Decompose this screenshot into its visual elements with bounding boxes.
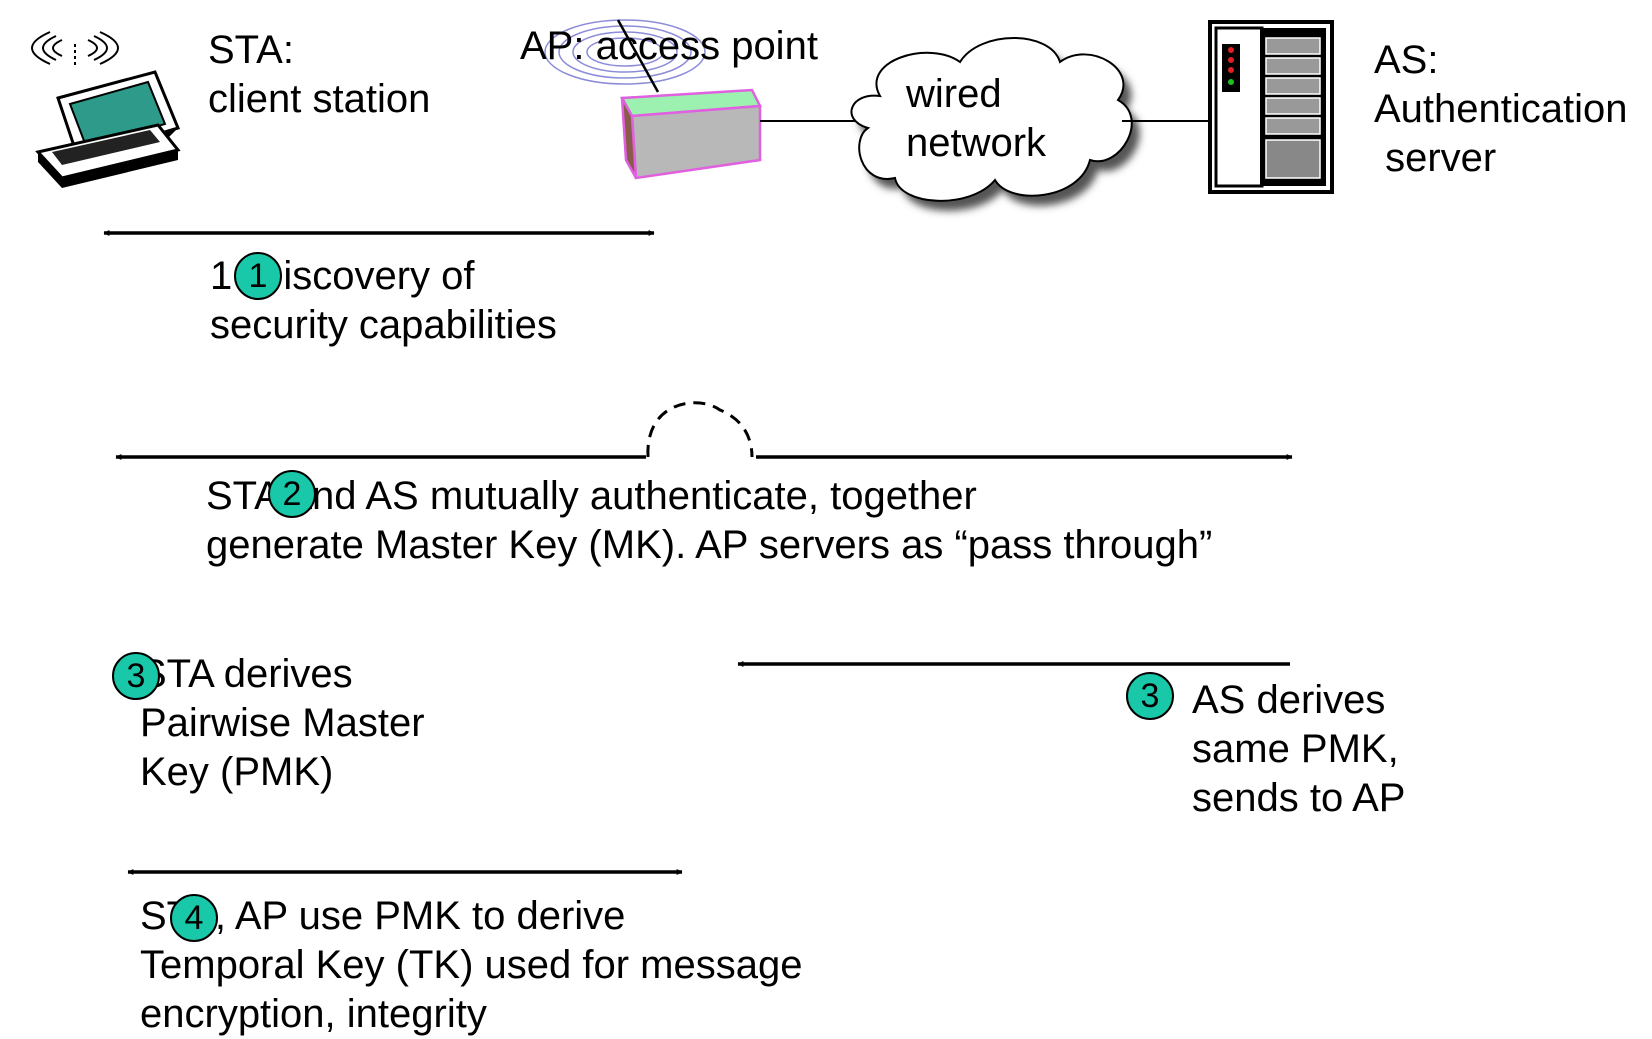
as-label: AS: Authentication server xyxy=(1374,36,1628,183)
step1-text: 1 Discovery of security capabilities xyxy=(210,252,557,350)
network-label-line1: wired xyxy=(906,72,1002,116)
as-label-line1: AS: xyxy=(1374,38,1439,82)
step3-as-line2: same PMK, xyxy=(1192,727,1399,771)
step1-badge: 1 xyxy=(234,252,282,300)
step3-sta-line2: Pairwise Master xyxy=(140,701,425,745)
wireless-signal-icon xyxy=(31,31,119,66)
ap-label: AP: access point xyxy=(520,22,818,71)
network-label: wired network xyxy=(906,70,1046,168)
step4-line1: STA, AP use PMK to derive xyxy=(140,894,626,938)
step2-line2: generate Master Key (MK). AP servers as … xyxy=(206,523,1213,567)
as-label-line3: server xyxy=(1374,136,1497,180)
arrow-step2 xyxy=(115,401,1293,460)
step3-sta-line3: Key (PMK) xyxy=(140,750,334,794)
step3-as-line3: sends to AP xyxy=(1192,776,1406,820)
access-point-icon xyxy=(619,88,856,180)
step1-line1: 1 Discovery of xyxy=(210,254,475,298)
step2-text: STA and AS mutually authenticate, togeth… xyxy=(206,472,1212,570)
step2-badge: 2 xyxy=(268,470,316,518)
cloud-icon xyxy=(850,37,1210,211)
step3-as-badge: 3 xyxy=(1126,672,1174,720)
antenna-icon xyxy=(544,19,706,93)
as-label-line2: Authentication xyxy=(1374,87,1628,131)
step3-sta-badge: 3 xyxy=(112,652,160,700)
sta-label-line2: client station xyxy=(208,77,431,121)
step3-as-text: AS derives same PMK, sends to AP xyxy=(1192,676,1405,823)
server-icon xyxy=(1208,20,1334,194)
step4-text: STA, AP use PMK to derive Temporal Key (… xyxy=(140,892,802,1039)
laptop-icon xyxy=(35,70,181,188)
network-label-line2: network xyxy=(906,121,1047,165)
step2-line1: STA and AS mutually authenticate, togeth… xyxy=(206,474,977,518)
step4-line3: encryption, integrity xyxy=(140,992,487,1036)
step4-badge: 4 xyxy=(170,894,218,942)
step3-sta-text: STA derives Pairwise Master Key (PMK) xyxy=(140,650,425,797)
step3-as-line1: AS derives xyxy=(1192,678,1386,722)
step1-line2: security capabilities xyxy=(210,303,557,347)
ap-label-line1: AP: access point xyxy=(520,24,818,68)
step4-line2: Temporal Key (TK) used for message xyxy=(140,943,803,987)
step3-sta-line1: STA derives xyxy=(140,652,353,696)
sta-label: STA: client station xyxy=(208,26,430,124)
sta-label-line1: STA: xyxy=(208,28,294,72)
